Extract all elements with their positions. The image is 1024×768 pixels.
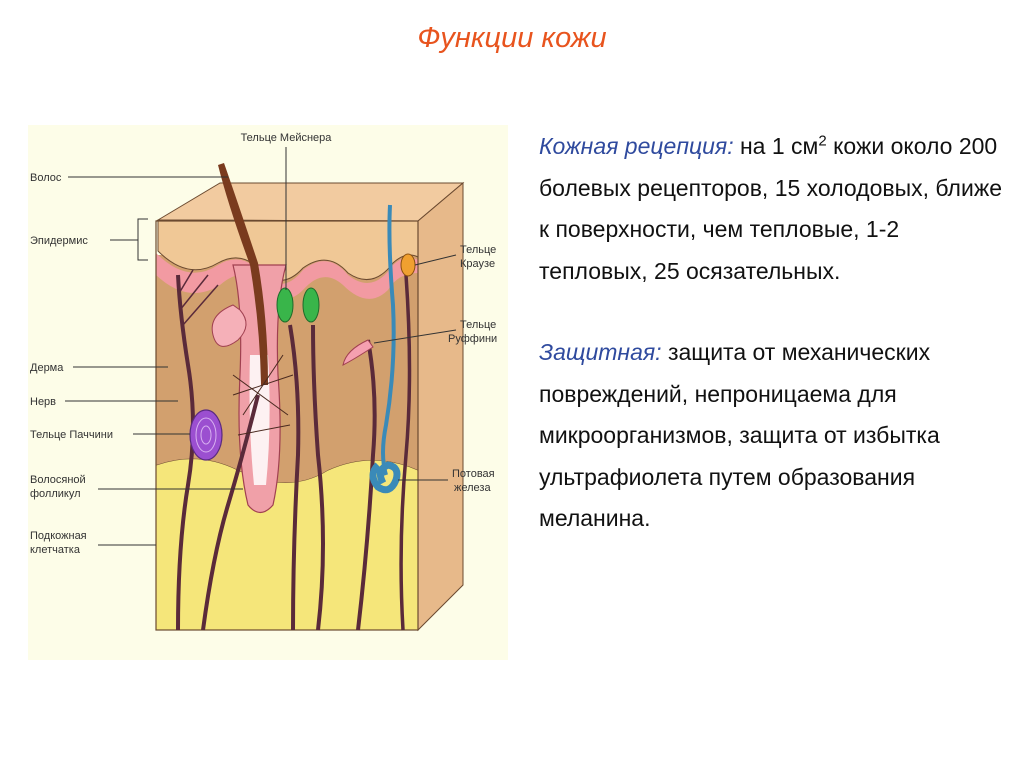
- label-sweat-line1: Потовая: [452, 468, 495, 480]
- label-krause-line2: Краузе: [460, 258, 495, 270]
- protective-text: защита от механических повреждений, непр…: [539, 339, 940, 531]
- label-follicle-line1: Волосяной: [30, 474, 86, 486]
- label-epidermis: Эпидермис: [30, 235, 88, 247]
- protective-term: Защитная:: [539, 339, 662, 365]
- label-krause-line1: Тельце: [460, 244, 496, 256]
- label-subcutis-line1: Подкожная: [30, 530, 87, 542]
- label-pacini: Тельце Паччини: [30, 429, 113, 441]
- superscript-2: 2: [818, 132, 826, 149]
- block-right-face: [418, 183, 463, 630]
- label-dermis: Дерма: [30, 362, 64, 374]
- slide-title: Функции кожи: [0, 22, 1024, 55]
- meissner-corpuscle-left: [277, 288, 293, 322]
- label-meissner: Тельце Мейснера: [241, 132, 333, 144]
- label-follicle-line2: фолликул: [30, 488, 81, 500]
- label-sweat-line2: железа: [454, 482, 491, 494]
- label-hair: Волос: [30, 172, 62, 184]
- label-ruffini-line2: Руффини: [448, 333, 497, 345]
- text-panel: Кожная рецепция: на 1 см2 кожи около 200…: [539, 126, 1009, 540]
- krause-bulb: [401, 254, 415, 276]
- label-ruffini-line1: Тельце: [460, 319, 496, 331]
- label-subcutis-line2: клетчатка: [30, 544, 81, 556]
- reception-text-start: на 1 см: [734, 133, 819, 159]
- label-nerve: Нерв: [30, 396, 56, 408]
- reception-term: Кожная рецепция:: [539, 133, 734, 159]
- reception-paragraph: Кожная рецепция: на 1 см2 кожи около 200…: [539, 126, 1009, 292]
- skin-structure-diagram: Тельце Мейснера Волос Эпидермис Тельце К…: [28, 125, 508, 660]
- protective-paragraph: Защитная: защита от механических поврежд…: [539, 332, 1009, 540]
- meissner-corpuscle-right: [303, 288, 319, 322]
